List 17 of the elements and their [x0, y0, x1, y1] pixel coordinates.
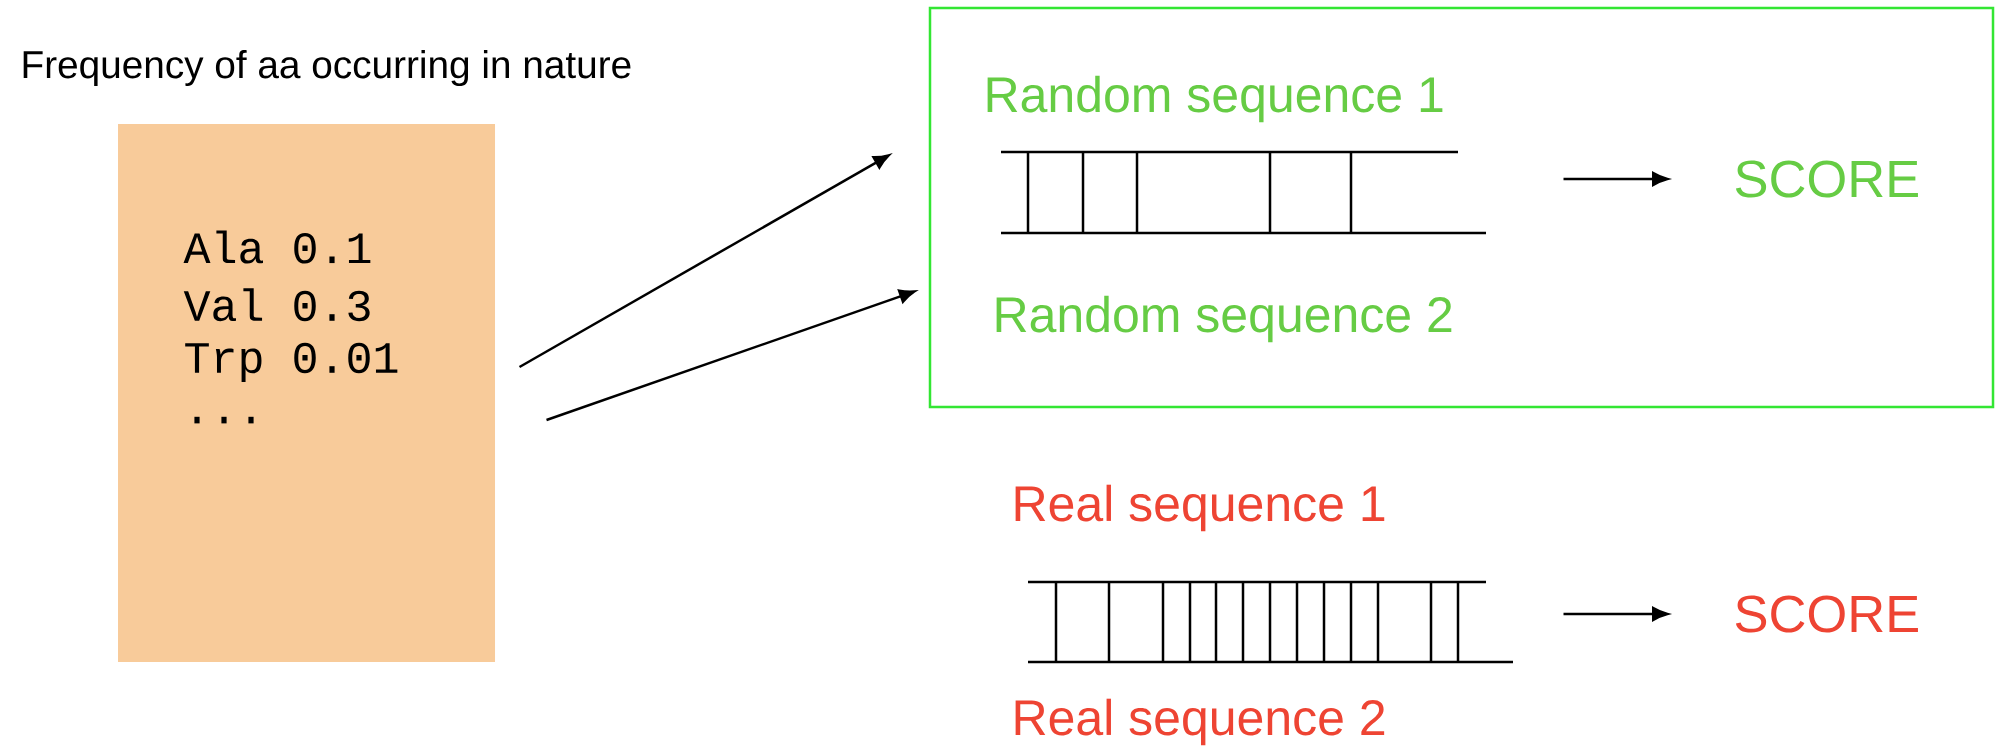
node-label: Ala 0.1 — [183, 230, 371, 264]
heading: Frequency of aa occurring in nature — [23, 49, 631, 87]
sequence-label: Real sequence 2 — [1015, 698, 1385, 746]
arrow — [1563, 606, 1669, 622]
arrow — [518, 154, 890, 369]
arrow — [546, 289, 916, 422]
group-frame — [928, 6, 1995, 409]
frequency-box: Ala 0.1 Val 0.3 Trp 0.01 ... — [118, 124, 495, 662]
score-label: SCORE — [1735, 160, 1918, 198]
arrow — [1563, 171, 1669, 187]
node-label: Trp 0.01 — [185, 342, 398, 383]
sequence-label: Random sequence 2 — [996, 295, 1452, 343]
sequence-label: Real sequence 1 — [1015, 484, 1385, 532]
score-label: SCORE — [1735, 595, 1918, 633]
sequence-label: Random sequence 1 — [987, 75, 1443, 123]
node-label: Val 0.3 — [183, 288, 370, 322]
node-label: ... — [194, 416, 254, 424]
